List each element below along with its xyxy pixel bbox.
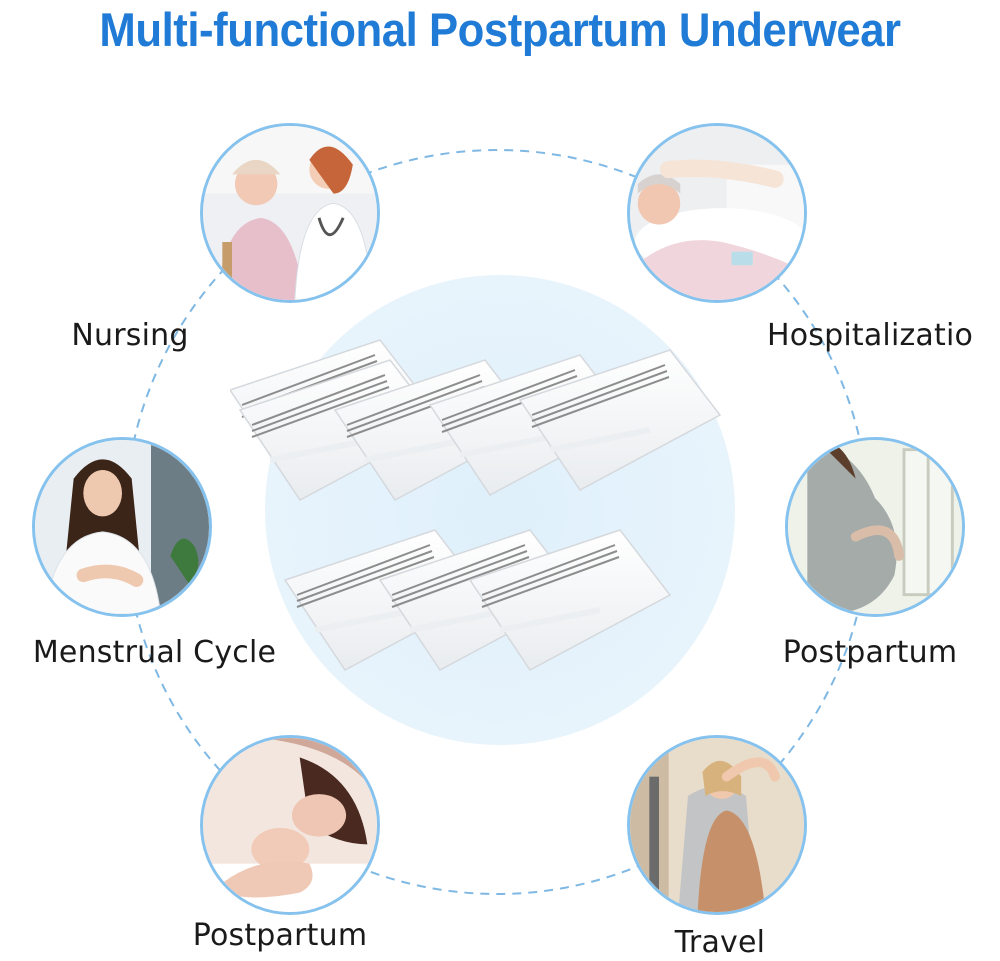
travel-photo-icon xyxy=(627,735,807,915)
mother-baby-photo-icon xyxy=(200,735,380,915)
menstrual-photo-icon xyxy=(32,437,212,617)
nursing-label: Nursing xyxy=(71,318,189,353)
page-title: Multi-functional Postpartum Underwear xyxy=(99,3,901,56)
postpartum-left-label: Postpartum xyxy=(192,918,368,953)
hospitalization-label: Hospitalizatio xyxy=(766,318,974,353)
menstrual-label: Menstrual Cycle xyxy=(32,635,277,670)
nursing-photo-icon xyxy=(200,123,380,303)
pregnant-photo-icon xyxy=(785,437,965,617)
underwear-stack-icon xyxy=(230,339,770,700)
travel-label: Travel xyxy=(674,925,766,960)
hospital-photo-icon xyxy=(627,123,807,303)
postpartum-right-label: Postpartum xyxy=(782,635,958,670)
